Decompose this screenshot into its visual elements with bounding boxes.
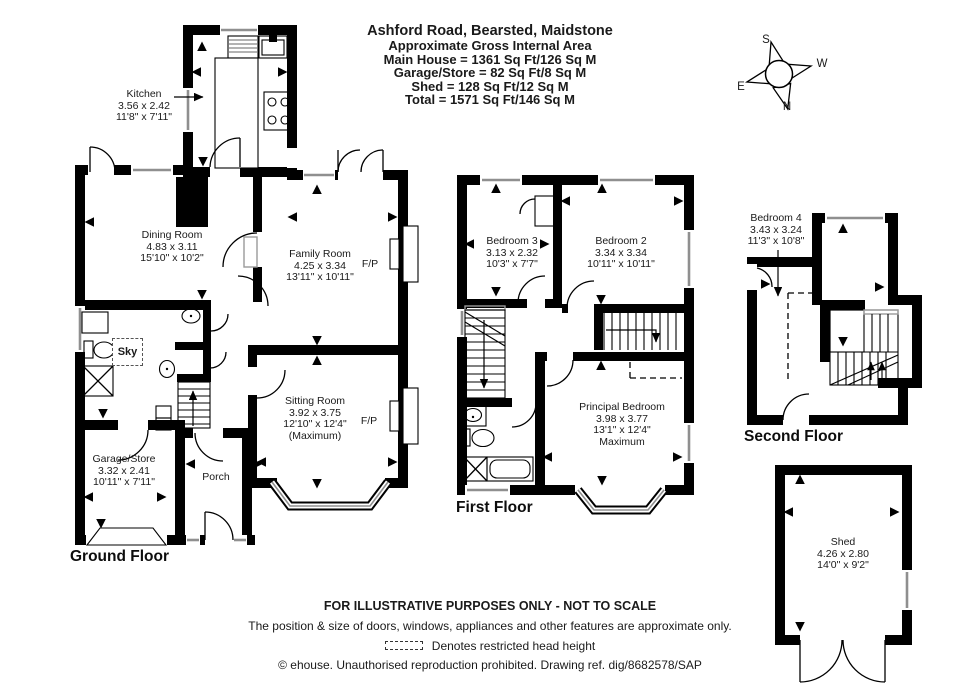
area-main-house: Main House = 1361 Sq Ft/126 Sq M <box>383 51 597 67</box>
kitchen-label: Kitchen 3.56 x 2.42 11'8" x 7'11" <box>115 88 173 123</box>
footer: FOR ILLUSTRATIVE PURPOSES ONLY - NOT TO … <box>0 599 980 672</box>
staircase-to-second-floor <box>603 313 677 350</box>
basin-icon <box>459 404 487 427</box>
sink-unit-icon <box>227 34 288 59</box>
porch-label: Porch <box>202 471 230 483</box>
ground-floor-plan <box>75 25 419 546</box>
sitting-room-label: Sitting Room 3.92 x 3.75 12'10" x 12'4" … <box>283 395 347 442</box>
skylight-label: Sky <box>112 338 143 366</box>
ground-floor-title: Ground Floor <box>70 548 170 565</box>
bay-window <box>268 479 392 511</box>
area-total: Total = 1571 Sq Ft/146 Sq M <box>405 92 575 107</box>
compass-icon <box>744 39 814 111</box>
compass-east: E <box>737 81 745 93</box>
first-floor-title: First Floor <box>456 499 533 516</box>
footer-note: The position & size of doors, windows, a… <box>248 619 732 633</box>
staircase <box>829 309 899 386</box>
second-floor-plan <box>747 213 922 425</box>
shed-label: Shed 4.26 x 2.80 14'0" x 9'2" <box>817 536 869 571</box>
footer-copyright: © ehouse. Unauthorised reproduction proh… <box>278 658 702 672</box>
principal-bedroom-label: Principal Bedroom 3.98 x 3.77 13'1" x 12… <box>579 401 665 448</box>
title-block: Ashford Road, Bearsted, Maidstone Approx… <box>290 24 690 107</box>
bedroom-3-label: Bedroom 3 3.13 x 2.32 10'3" x 7'7" <box>486 235 538 270</box>
restricted-head-height <box>629 352 682 379</box>
closet <box>519 195 558 227</box>
fireplace <box>389 225 419 445</box>
kitchen-counter <box>214 57 259 169</box>
hob-icon <box>263 91 294 131</box>
garage-store-label: Garage/Store 3.32 x 2.41 10'11" x 7'11" <box>92 453 156 488</box>
toilet-icon <box>460 428 495 448</box>
door-arcs <box>89 137 384 541</box>
first-floor-plan <box>457 175 694 515</box>
fireplace-label: F/P <box>361 258 379 270</box>
door-arcs <box>511 275 595 428</box>
first-floor-windows <box>457 175 694 495</box>
second-floor-windows <box>825 213 885 223</box>
toilet-icon <box>83 340 115 359</box>
address: Ashford Road, Bearsted, Maidstone <box>367 23 613 39</box>
footer-legend: Denotes restricted head height <box>0 639 980 653</box>
family-room-label: Family Room 4.25 x 3.34 13'11" x 10'11" <box>286 248 354 283</box>
garage-door <box>85 527 168 546</box>
ground-floor-windows <box>75 25 335 545</box>
shower-icon <box>82 365 114 397</box>
compass-north: N <box>782 101 792 113</box>
area-shed: Shed = 128 Sq Ft/12 Sq M <box>411 78 569 94</box>
bay-window <box>574 487 668 515</box>
bath-icon <box>463 456 534 482</box>
subtitle: Approximate Gross Internal Area <box>388 38 592 53</box>
basin-cabinet <box>81 311 109 334</box>
footer-disclaimer: FOR ILLUSTRATIVE PURPOSES ONLY - NOT TO … <box>323 599 657 613</box>
double-doors <box>799 639 886 683</box>
compass-south: S <box>762 34 770 46</box>
area-garage: Garage/Store = 82 Sq Ft/8 Sq M <box>393 65 587 80</box>
second-floor-title: Second Floor <box>744 428 844 445</box>
shed-plan <box>775 465 912 683</box>
dining-room-label: Dining Room 4.83 x 3.11 15'10" x 10'2" <box>140 229 204 264</box>
fireplace-label: F/P <box>360 415 378 427</box>
staircase <box>177 381 211 429</box>
cupboard <box>155 236 258 431</box>
door-arcs <box>756 267 810 421</box>
second-floor-walls <box>747 213 922 425</box>
hand-basin-icon <box>158 308 201 379</box>
bedroom-2-label: Bedroom 2 3.34 x 3.34 10'11" x 10'11" <box>587 235 655 270</box>
restricted-head-height-icon <box>384 641 423 651</box>
bedroom-4-label: Bedroom 4 3.43 x 3.24 11'3" x 10'8" <box>747 212 805 247</box>
staircase <box>464 305 506 399</box>
restricted-head-height <box>787 292 822 383</box>
compass-west: W <box>816 58 828 70</box>
